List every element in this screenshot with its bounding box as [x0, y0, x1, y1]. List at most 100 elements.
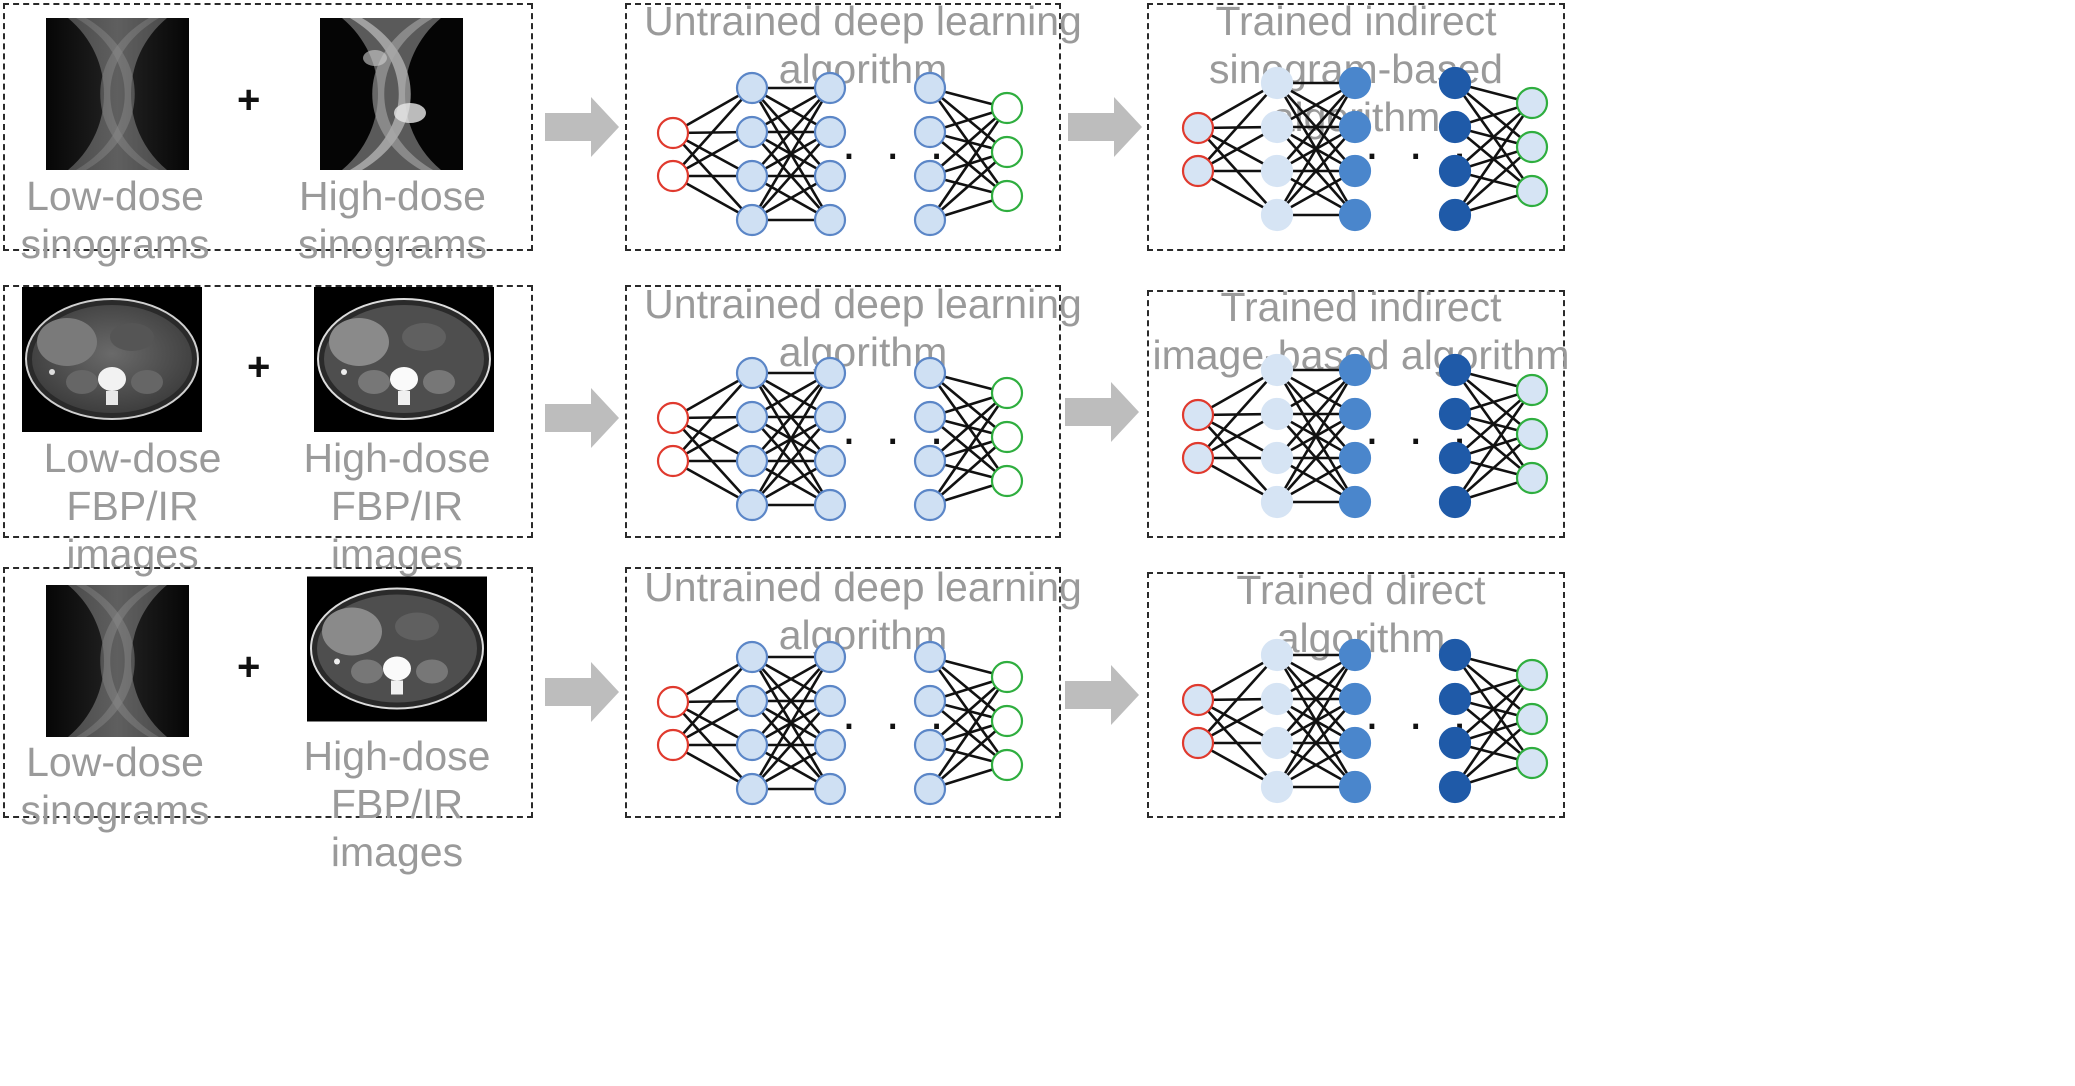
- hidden-node: [813, 488, 847, 522]
- row3-arrow-1: [545, 662, 619, 722]
- hidden-node: [735, 71, 769, 105]
- input-node: [656, 444, 690, 478]
- network-connection: [1276, 654, 1356, 744]
- row3-trained-network-box: [1147, 572, 1565, 818]
- hidden-node: [1338, 66, 1372, 100]
- hidden-node: [1438, 638, 1472, 672]
- row1-untrained-network-box: [625, 3, 1061, 251]
- network-connection: [929, 720, 1008, 790]
- row2-trained-network-box: [1147, 290, 1565, 538]
- output-node: [1515, 417, 1549, 451]
- hidden-node: [1438, 198, 1472, 232]
- hidden-node: [913, 728, 947, 762]
- hidden-node: [813, 728, 847, 762]
- output-node: [990, 464, 1024, 498]
- input-node: [1181, 398, 1215, 432]
- hidden-node: [813, 115, 847, 149]
- network-connection: [672, 87, 753, 177]
- network-connection: [1454, 102, 1533, 172]
- row2-plus-sign: +: [247, 345, 271, 389]
- hidden-node: [1338, 726, 1372, 760]
- hidden-node: [813, 71, 847, 105]
- row1-training-data-box: [3, 3, 533, 251]
- hidden-node: [1260, 66, 1294, 100]
- row1-plus-sign: +: [237, 78, 261, 122]
- hidden-node: [913, 159, 947, 193]
- hidden-node: [1338, 441, 1372, 475]
- output-node: [1515, 373, 1549, 407]
- network-connection: [1276, 126, 1356, 216]
- network-connection: [1454, 146, 1533, 216]
- hidden-node: [1438, 66, 1472, 100]
- hidden-node: [1260, 485, 1294, 519]
- input-node: [656, 401, 690, 435]
- network-connection: [750, 87, 832, 221]
- network-connection: [1454, 674, 1533, 744]
- network-connection: [928, 107, 1009, 221]
- row1-arrow-2: [1068, 97, 1142, 157]
- hidden-node: [813, 203, 847, 237]
- network-connection: [1197, 82, 1278, 172]
- network-connection: [1453, 674, 1534, 788]
- row1-input-label: Low-dose sinograms: [20, 173, 210, 267]
- hidden-node: [913, 684, 947, 718]
- hidden-node: [1338, 353, 1372, 387]
- network-connection: [751, 656, 831, 746]
- hidden-node: [1260, 726, 1294, 760]
- hidden-node: [735, 203, 769, 237]
- output-node: [1515, 130, 1549, 164]
- output-node: [990, 420, 1024, 454]
- row3-untrained-network-box: [625, 567, 1061, 818]
- network-connection: [672, 372, 753, 462]
- network-connection: [929, 392, 1008, 462]
- row2-arrow-2: [1065, 382, 1139, 442]
- row3-training-data-box: [3, 567, 533, 818]
- hidden-node: [1338, 682, 1372, 716]
- hidden-node: [913, 444, 947, 478]
- input-node: [1181, 683, 1215, 717]
- hidden-node: [913, 640, 947, 674]
- network-connection: [1276, 413, 1356, 503]
- hidden-node: [735, 488, 769, 522]
- network-connection: [1275, 82, 1357, 216]
- row1-trained-network-box: [1147, 3, 1565, 251]
- network-connection: [1454, 718, 1533, 788]
- hidden-node: [813, 772, 847, 806]
- hidden-node: [913, 71, 947, 105]
- network-connection: [750, 656, 832, 790]
- output-node: [990, 376, 1024, 410]
- row1-untrained-title: Untrained deep learning algorithm: [644, 0, 1082, 92]
- input-node: [656, 159, 690, 193]
- output-node: [1515, 461, 1549, 495]
- row1-arrow-1: [545, 97, 619, 157]
- hidden-node: [913, 772, 947, 806]
- hidden-node: [813, 640, 847, 674]
- hidden-node: [1260, 682, 1294, 716]
- output-node: [990, 748, 1024, 782]
- network-connection: [1197, 369, 1278, 459]
- network-connection: [1197, 654, 1278, 744]
- hidden-node: [1260, 110, 1294, 144]
- output-node: [1515, 702, 1549, 736]
- network-connection: [1453, 389, 1534, 503]
- row3-target-label: High-dose FBP/IR images: [303, 733, 491, 875]
- hidden-node: [913, 203, 947, 237]
- hidden-node: [813, 400, 847, 434]
- hidden-node: [1338, 110, 1372, 144]
- hidden-node: [1438, 485, 1472, 519]
- hidden-node: [735, 115, 769, 149]
- hidden-node: [735, 728, 769, 762]
- network-connection: [1275, 654, 1357, 788]
- input-node: [1181, 441, 1215, 475]
- output-node: [1515, 658, 1549, 692]
- hidden-node: [1260, 441, 1294, 475]
- network-connection: [751, 372, 831, 462]
- hidden-node: [1338, 198, 1372, 232]
- row3-input-label: Low-dose sinograms: [20, 739, 210, 833]
- hidden-node: [1260, 638, 1294, 672]
- hidden-node: [1260, 154, 1294, 188]
- network-connection: [1276, 82, 1356, 172]
- row3-trained-title: Trained direct algorithm: [1236, 567, 1486, 661]
- row2-untrained-network-box: [625, 285, 1061, 538]
